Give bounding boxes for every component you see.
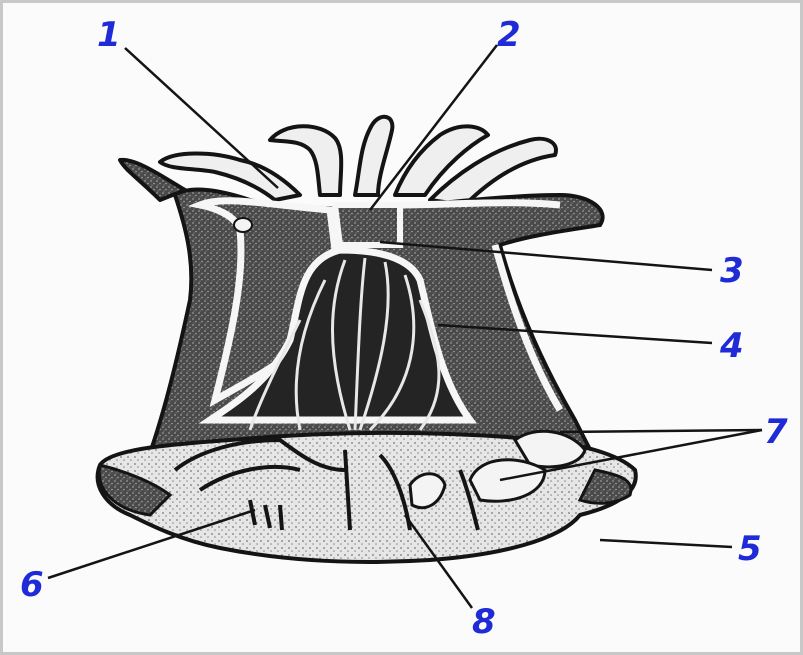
callout-4: 4 [720,329,744,363]
callout-8: 8 [472,605,496,639]
callout-2: 2 [497,18,521,52]
callout-1: 1 [97,18,121,52]
callout-3: 3 [720,254,744,288]
callout-7: 7 [764,415,788,449]
pharynx [335,205,400,245]
callout-5: 5 [738,532,762,566]
callout-6: 6 [20,568,44,602]
siphonoglyph [234,218,252,232]
